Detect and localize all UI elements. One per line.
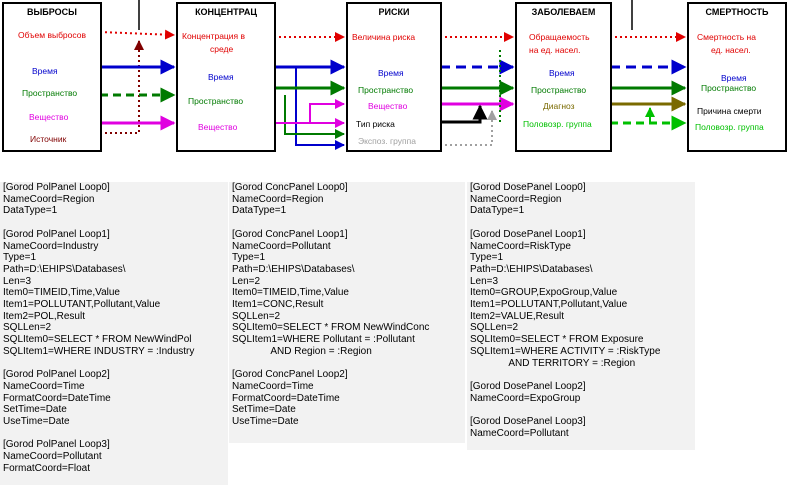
box-title: СМЕРТНОСТЬ [705,7,769,17]
box-disease: ЗАБОЛЕВАЕМ Обращаемость на ед. насел. Вр… [515,2,612,152]
label-time: Время [721,73,747,83]
arrow-source-up [100,40,144,134]
label-medium: среде [210,44,234,54]
box-title: ЗАБОЛЕВАЕМ [531,7,596,17]
box-title: КОНЦЕНТРАЦ [195,7,257,17]
label-space: Пространство [22,88,78,98]
label-space: Пространство [701,83,757,93]
label-appeal: Обращаемость [529,32,590,42]
box-risks: РИСКИ Величина риска Время Пространство … [346,2,442,152]
arrow-risktype [440,104,488,124]
arrow-space-branch [284,95,345,139]
box-mortality: СМЕРТНОСТЬ Смертность на ед. насел. Врем… [687,2,787,152]
label-time: Время [32,66,58,76]
box-emissions: ВЫБРОСЫ Объем выбросов Время Пространств… [2,2,102,152]
label-source: Источник [30,134,67,144]
label-substance: Вещество [198,122,238,132]
config-conc-panel: [Gorod ConcPanel Loop0] NameCoord=Region… [229,182,465,443]
label-time: Время [378,68,404,78]
arrow-substance-2 [274,99,345,124]
label-space: Пространство [188,96,244,106]
label-emission-volume: Объем выбросов [18,30,86,40]
arrow-time-branch [295,67,345,150]
label-space: Пространство [531,85,587,95]
config-pol-panel: [Gorod PolPanel Loop0] NameCoord=Region … [0,182,228,485]
label-death-cause: Причина смерти [697,106,762,116]
label-substance: Вещество [29,112,69,122]
label-per-capita: ед. насел. [711,45,751,55]
label-expo-group: Экспоз. группа [358,136,416,146]
label-age-group: Половозр. группа [523,119,592,129]
label-age-group: Половозр. группа [695,122,764,132]
arrow-volume-concentration [99,29,175,40]
label-concentration: Концентрация в [182,31,246,41]
config-dose-panel: [Gorod DosePanel Loop0] NameCoord=Region… [467,182,695,450]
label-time: Время [549,68,575,78]
box-title: ВЫБРОСЫ [27,7,77,17]
label-space: Пространство [358,85,414,95]
box-title: РИСКИ [378,7,410,17]
label-diagnosis: Диагноз [543,101,575,111]
label-mortality: Смертность на [697,32,756,42]
label-per-capita: на ед. насел. [529,45,581,55]
label-risk-value: Величина риска [352,32,416,42]
box-concentration: КОНЦЕНТРАЦ Концентрация в среде Время Пр… [176,2,276,152]
arrow-expogroup [440,110,497,146]
label-substance: Вещество [368,101,408,111]
label-time: Время [208,72,234,82]
label-risk-type: Тип риска [356,119,395,129]
